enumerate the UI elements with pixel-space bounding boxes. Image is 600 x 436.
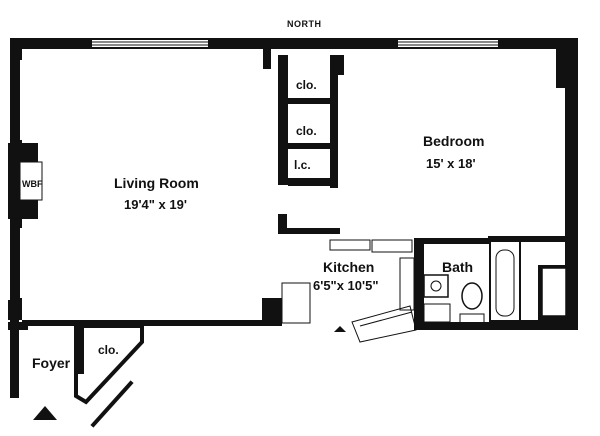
entry-marker-foyer [33,406,57,420]
kitchen-label: Kitchen [323,259,374,275]
kitchen-door [351,305,417,343]
kitchen-fixtures [281,239,415,324]
living-room-label: Living Room [114,175,199,191]
closet-label-1: clo. [296,78,317,92]
entry-marker-kitchen [334,326,346,332]
foyer-label: Foyer [32,355,71,371]
exterior-walls [8,38,578,398]
living-room-dims: 19'4" x 19' [124,197,187,212]
bath-label: Bath [442,259,473,275]
windows [92,41,498,46]
foyer-closet-label: clo. [98,343,119,357]
bath-fixtures [423,239,567,325]
fireplace-label: WBF [22,179,43,189]
linen-closet-label: l.c. [294,158,311,172]
kitchen-dims: 6'5"x 10'5" [313,278,379,293]
foyer-walls [74,322,144,428]
north-label: NORTH [287,19,322,29]
fireplace: WBF [8,143,43,219]
closet-label-2: clo. [296,124,317,138]
bedroom-dims: 15' x 18' [426,156,476,171]
bedroom-label: Bedroom [423,133,484,149]
